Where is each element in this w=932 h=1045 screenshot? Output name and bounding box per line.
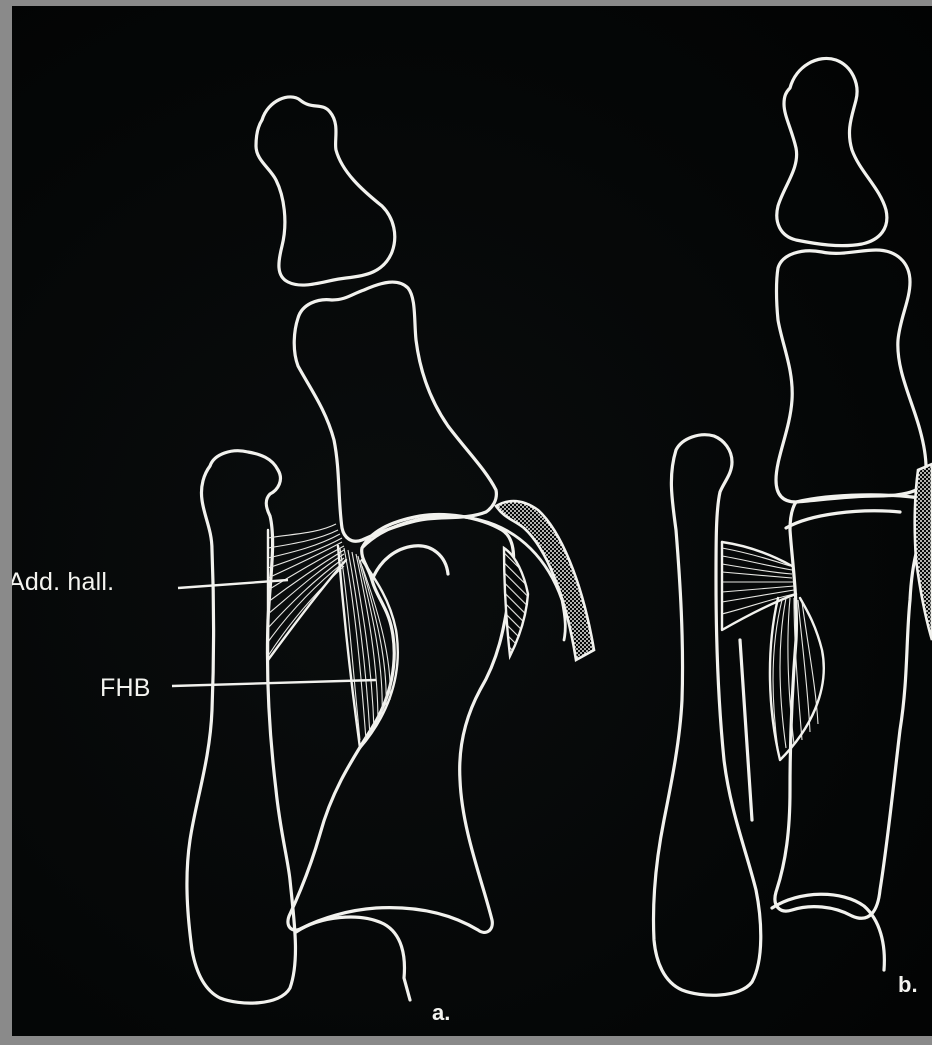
- panel-a: [172, 97, 594, 1003]
- distal-phalanx-a: [256, 97, 395, 285]
- hatched-region-a: [504, 548, 528, 656]
- panel-a-label: a.: [432, 1000, 450, 1026]
- second-metatarsal-a: [187, 451, 296, 1003]
- proximal-phalanx-b: [776, 250, 926, 502]
- joint-curve-b: [786, 511, 900, 528]
- second-metatarsal-b-edge: [740, 640, 752, 820]
- leader-fhb: [172, 680, 376, 686]
- anatomy-diagram: Add. hall. FHB a. b.: [12, 6, 932, 1036]
- panel-b: [653, 58, 932, 995]
- sesamoid-a: [372, 546, 448, 580]
- cuneiform-a: [296, 917, 410, 1000]
- add-hall-label: Add. hall.: [12, 568, 114, 597]
- distal-phalanx-b: [777, 58, 887, 245]
- panel-b-label: b.: [898, 972, 918, 998]
- adductor-hallucis-b: [722, 542, 796, 630]
- diagram-drawing: [12, 6, 932, 1036]
- first-metatarsal-b: [775, 495, 932, 918]
- first-metatarsal-a: [288, 515, 514, 933]
- flexor-hallucis-brevis-a: [338, 546, 398, 748]
- adductor-hallucis-a: [268, 524, 346, 660]
- cuneiform-b: [772, 894, 884, 970]
- proximal-phalanx-a: [294, 282, 496, 541]
- tendon-band-b: [915, 464, 932, 640]
- fhb-label: FHB: [100, 674, 151, 703]
